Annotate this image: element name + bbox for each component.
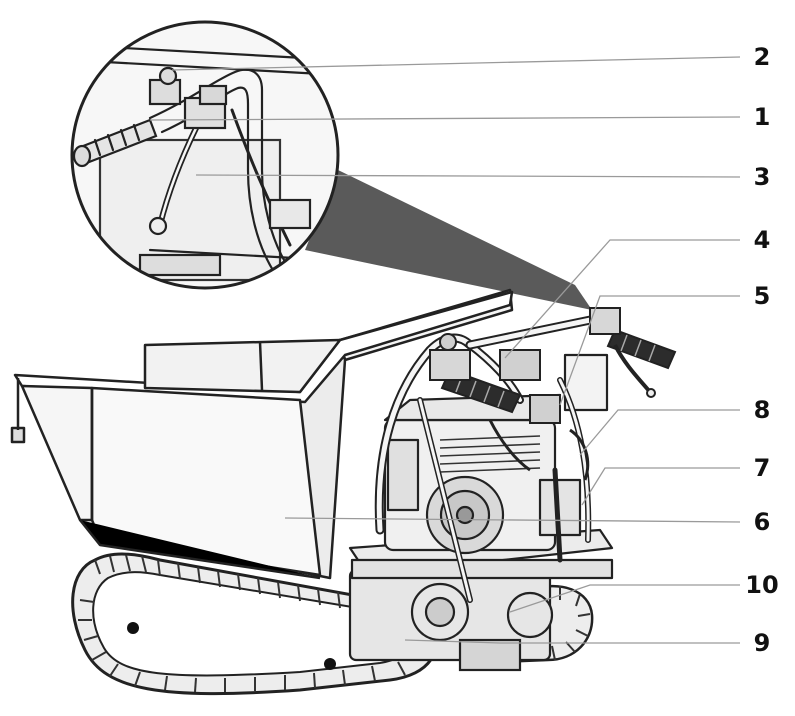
leader-8 (579, 409, 740, 456)
callout-leaders (149, 56, 741, 644)
callout-7: 7 (753, 454, 771, 482)
callout-2: 2 (753, 43, 771, 71)
detail-magnifier (70, 20, 340, 290)
leader-3 (195, 174, 741, 178)
callout-6: 6 (753, 508, 771, 536)
control-levers (488, 349, 590, 481)
callout-3: 3 (753, 163, 771, 191)
callout-8: 8 (753, 396, 771, 424)
callout-4: 4 (753, 226, 771, 254)
right-grip (589, 307, 677, 398)
leader-10 (509, 584, 740, 613)
callout-5: 5 (753, 282, 771, 310)
leader-6 (284, 517, 741, 523)
leader-7 (581, 467, 740, 506)
drive-assembly (348, 568, 554, 672)
leader-9 (404, 639, 740, 644)
callout-1: 1 (753, 103, 771, 131)
left-grip (429, 333, 522, 414)
callout-10: 10 (745, 571, 779, 599)
leader-4 (504, 239, 740, 359)
callout-9: 9 (753, 629, 771, 657)
leader-2 (171, 56, 741, 71)
leader-1 (149, 116, 741, 121)
zoom-cone (305, 170, 592, 310)
dump-hopper (10, 288, 514, 580)
leader-5 (559, 295, 740, 406)
